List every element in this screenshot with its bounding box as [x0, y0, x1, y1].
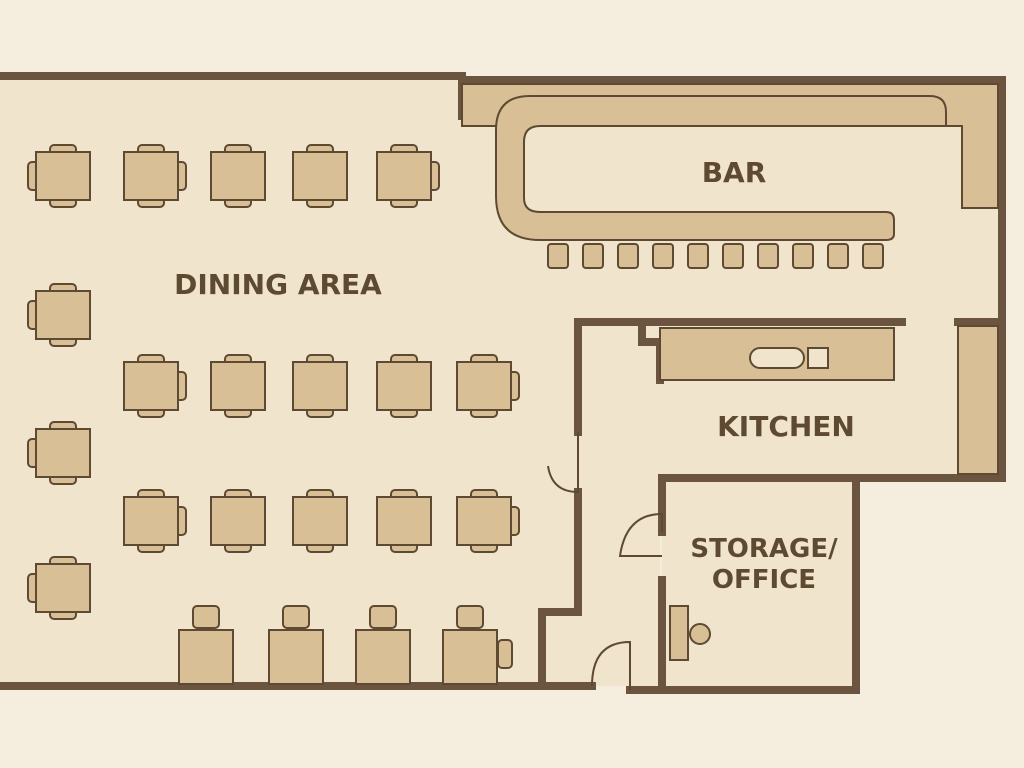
booth-table	[355, 629, 411, 685]
dining-table-set	[123, 354, 187, 418]
dining-table	[210, 496, 266, 546]
dining-table	[210, 361, 266, 411]
bar-stool	[547, 243, 569, 269]
dining-table-set	[292, 144, 348, 208]
dining-table-set	[210, 144, 266, 208]
bar-stool	[862, 243, 884, 269]
booth-table	[442, 629, 498, 685]
dining-table-set	[376, 489, 432, 553]
bar-label: BAR	[702, 156, 767, 189]
storage-door-swing	[618, 512, 663, 557]
kitchen-sink	[749, 347, 805, 369]
chair	[369, 605, 397, 629]
dining-table-set	[123, 144, 187, 208]
booth-tables	[178, 605, 513, 685]
dining-table	[123, 151, 179, 201]
corridor-west-wall	[538, 488, 582, 690]
corridor-floor	[542, 478, 660, 686]
dining-table-set	[376, 144, 440, 208]
dining-table	[35, 151, 91, 201]
booth-table-set	[178, 605, 234, 685]
storage-floor	[662, 478, 856, 686]
booth-table-set	[355, 605, 411, 685]
dining-tables	[27, 144, 520, 620]
bar-stool	[757, 243, 779, 269]
bar-stool	[827, 243, 849, 269]
dining-table	[456, 361, 512, 411]
dining-table	[376, 496, 432, 546]
dining-table-set	[292, 354, 348, 418]
kitchen-side-counter	[957, 325, 999, 475]
dining-table-set	[210, 489, 266, 553]
dining-table	[376, 151, 432, 201]
dining-table	[292, 361, 348, 411]
office-desk	[669, 605, 689, 661]
dining-table	[123, 496, 179, 546]
dining-table	[456, 496, 512, 546]
dining-table	[35, 428, 91, 478]
kitchen-label: KITCHEN	[717, 410, 855, 443]
dining-table	[35, 563, 91, 613]
booth-table	[178, 629, 234, 685]
booth-table	[268, 629, 324, 685]
bar-stool	[722, 243, 744, 269]
dining-table-set	[456, 489, 520, 553]
booth-table-set	[268, 605, 324, 685]
dining-table-set	[27, 144, 91, 208]
dining-table-set	[292, 489, 348, 553]
chair	[497, 639, 513, 669]
dining-table	[292, 151, 348, 201]
booth-table-set	[442, 605, 513, 685]
bar-counter	[461, 83, 999, 241]
chair	[282, 605, 310, 629]
storage-label-line2: OFFICE	[712, 565, 816, 595]
dining-table-set	[376, 354, 432, 418]
dining-table-set	[123, 489, 187, 553]
walls	[0, 72, 1006, 694]
dining-table-set	[210, 354, 266, 418]
bar-stool	[582, 243, 604, 269]
kitchen-stove	[807, 347, 829, 369]
bar-stools	[547, 243, 884, 269]
bar-stool	[792, 243, 814, 269]
dining-table	[35, 290, 91, 340]
bar-counter-top	[495, 95, 947, 241]
bar-stool	[652, 243, 674, 269]
dining-table-set	[27, 556, 91, 620]
bar-stool	[687, 243, 709, 269]
kitchen-door-swing	[547, 432, 579, 494]
dining-table	[123, 361, 179, 411]
bar-stool	[617, 243, 639, 269]
dining-table-set	[27, 421, 91, 485]
dining-table-set	[456, 354, 520, 418]
chair	[456, 605, 484, 629]
dining-table	[376, 361, 432, 411]
chair	[192, 605, 220, 629]
dining-table	[210, 151, 266, 201]
entrance-door-swing	[591, 640, 631, 690]
storage-label-line1: STORAGE/	[690, 534, 838, 564]
dining-table-set	[27, 283, 91, 347]
dining-area-label: DINING AREA	[174, 268, 382, 301]
dining-table	[292, 496, 348, 546]
office-chair	[689, 623, 711, 645]
